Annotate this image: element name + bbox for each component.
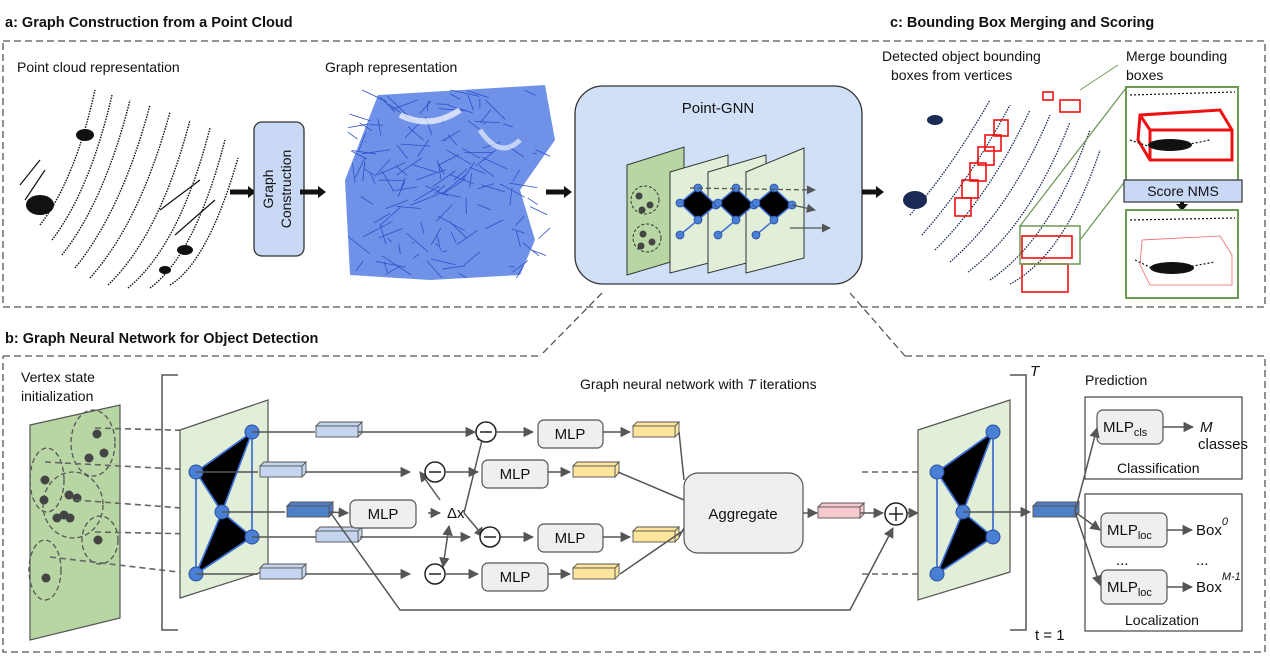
merge-label-line2: boxes — [1126, 67, 1163, 83]
subtract-nodes — [424, 421, 501, 585]
score-nms-label: Score NMS — [1147, 183, 1219, 199]
mlp-box-4 — [481, 562, 549, 592]
localization-label: Localization — [1125, 612, 1199, 628]
delta-x-label: Δx — [447, 505, 465, 522]
feature-vector — [258, 562, 308, 581]
mlp-cls-label: MLPcls — [1103, 419, 1148, 439]
vertex-init-plane — [28, 404, 121, 641]
box0-label: Box0 — [1196, 516, 1229, 539]
gnn-caption: Graph neural network with T iterations — [580, 376, 817, 392]
feature-vector — [816, 501, 866, 520]
M-label: M — [1200, 419, 1213, 436]
mlp-label-2: MLP — [500, 466, 531, 483]
detected-label-line2: boxes from vertices — [891, 67, 1012, 83]
init-projection-lines — [44, 427, 249, 575]
point-cloud-label: Point cloud representation — [17, 59, 180, 75]
mlp-loc-label-2: MLPloc — [1107, 579, 1152, 599]
ellipsis-right: ... — [1196, 552, 1209, 569]
vertex-state-line1: Vertex state — [21, 369, 95, 385]
aggregate-box — [683, 472, 804, 554]
panel-a-title: a: Graph Construction from a Point Cloud — [5, 15, 293, 31]
graph-construction-box — [253, 121, 305, 257]
ellipsis-left: ... — [1116, 552, 1129, 569]
feature-vector — [258, 460, 308, 479]
feature-vector — [285, 500, 335, 519]
point-cloud-image — [19, 89, 239, 289]
classes-label: classes — [1198, 436, 1248, 453]
mlp-label-delta: MLP — [368, 506, 399, 523]
add-node — [884, 502, 908, 526]
T-label: T — [1030, 363, 1041, 380]
vertex-state-line2: initialization — [21, 388, 93, 404]
mlp-box-2 — [481, 459, 549, 489]
feature-vector — [571, 562, 621, 581]
merge-after-image — [1125, 209, 1239, 299]
detected-label-line1: Detected object bounding — [882, 48, 1041, 64]
graph-representation-label: Graph representation — [325, 59, 457, 75]
graph-plane-right — [917, 399, 1011, 601]
merge-before-image — [1125, 86, 1239, 183]
panel-b-title: b: Graph Neural Network for Object Detec… — [5, 331, 318, 347]
mlp-label-3: MLP — [555, 530, 586, 547]
graph-plane-left — [179, 399, 269, 599]
mlp-loc-label-1: MLPloc — [1107, 522, 1152, 542]
mlp-box-1 — [537, 419, 604, 449]
feature-vector — [571, 460, 621, 479]
panel-b-frame — [2, 355, 1266, 653]
classification-label: Classification — [1117, 460, 1199, 476]
graph-construction-line1: Graph — [260, 170, 276, 209]
feature-vector — [1031, 500, 1081, 519]
feature-vector — [314, 420, 364, 439]
feature-bars — [258, 420, 1081, 581]
mlp-box-delta — [349, 499, 417, 529]
feature-vector — [631, 525, 681, 544]
graph-construction-line2: Construction — [278, 150, 294, 229]
t-equals-label: t = 1 — [1035, 627, 1065, 644]
aggregate-label: Aggregate — [708, 506, 777, 523]
detection-point-cloud-image — [903, 91, 1101, 293]
point-gnn-mini-layers — [626, 146, 831, 276]
point-gnn-label: Point-GNN — [682, 100, 755, 117]
flow-lines — [196, 426, 920, 611]
prediction-arrows — [1074, 426, 1102, 586]
graph-representation-image — [345, 85, 555, 280]
panel-ac-frame — [2, 40, 1266, 308]
merge-label-line1: Merge bounding — [1126, 48, 1227, 64]
feature-vector — [314, 525, 364, 544]
panel-c-title: c: Bounding Box Merging and Scoring — [890, 15, 1154, 31]
mlp-label-4: MLP — [500, 569, 531, 586]
prediction-label: Prediction — [1085, 372, 1147, 388]
mlp-box-3 — [537, 523, 604, 553]
boxM-label: BoxM-1 — [1196, 571, 1241, 596]
feature-vector — [631, 420, 681, 439]
mlp-label-1: MLP — [555, 426, 586, 443]
